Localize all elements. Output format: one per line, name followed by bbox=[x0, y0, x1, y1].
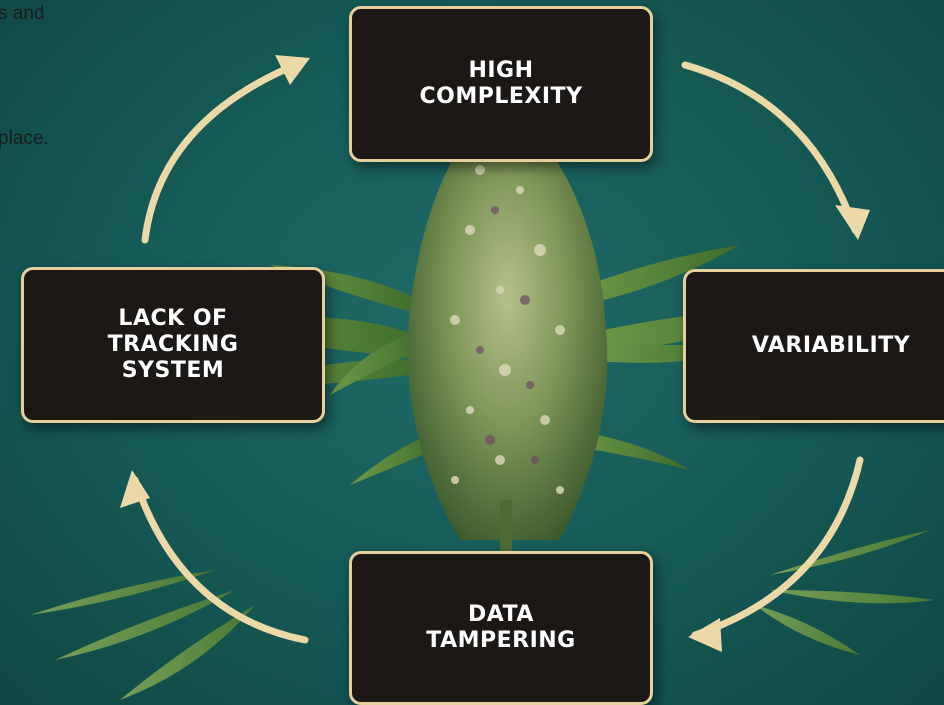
box-label-line: SYSTEM bbox=[121, 358, 225, 383]
box-label-line: LACK OF bbox=[118, 306, 228, 331]
box-label-line: TRACKING bbox=[107, 332, 239, 357]
box-label-line: HIGH bbox=[468, 58, 534, 83]
cycle-box-variability: VARIABILITY bbox=[683, 269, 944, 423]
intro-text-fragment-bottom: place. bbox=[0, 128, 49, 149]
cycle-arrow-icon bbox=[141, 59, 304, 244]
cycle-arrow-icon bbox=[681, 61, 859, 234]
cycle-arrow-icon bbox=[691, 456, 864, 639]
cannabis-leaf-icon bbox=[30, 570, 255, 700]
cycle-box-high-complexity: HIGH COMPLEXITY bbox=[349, 6, 653, 162]
cycle-arrow-icon bbox=[131, 476, 309, 644]
cycle-box-data-tampering: DATA TAMPERING bbox=[349, 551, 653, 705]
box-label-line: TAMPERING bbox=[426, 628, 576, 653]
box-label-line: DATA bbox=[468, 602, 534, 627]
cycle-box-lack-of-tracking-system: LACK OF TRACKING SYSTEM bbox=[21, 267, 325, 423]
box-label-line: VARIABILITY bbox=[751, 333, 911, 358]
box-label-line: COMPLEXITY bbox=[419, 84, 583, 109]
intro-text-fragment-top: s and bbox=[0, 3, 45, 24]
